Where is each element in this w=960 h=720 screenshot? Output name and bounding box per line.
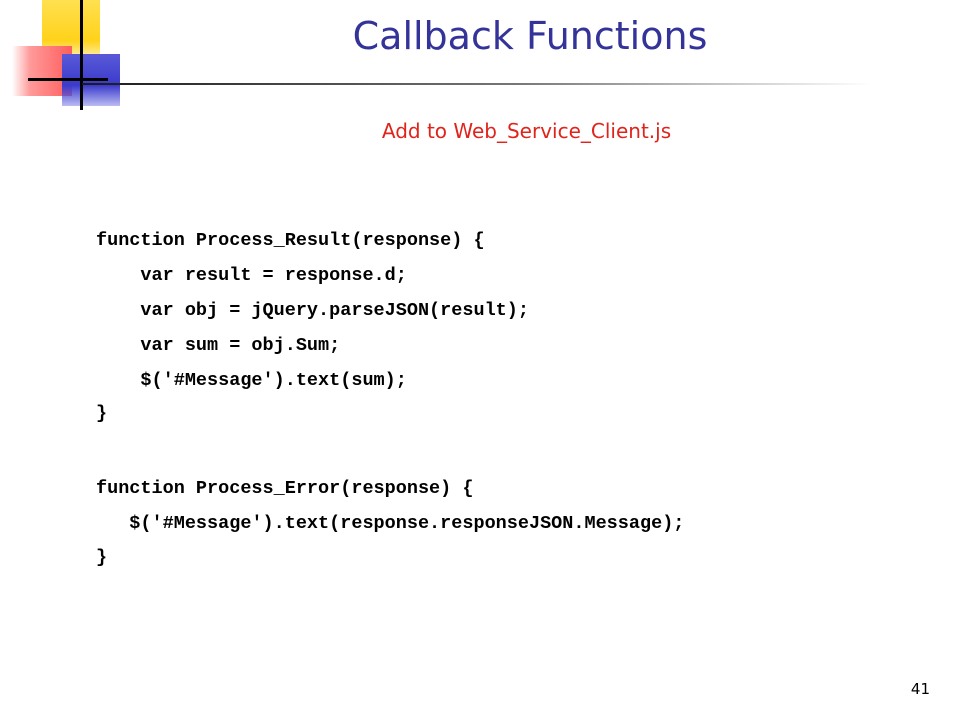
slide-title: Callback Functions xyxy=(352,14,708,58)
code-line: var sum = obj.Sum; xyxy=(96,335,341,356)
slide-subtitle: Add to Web_Service_Client.js xyxy=(381,119,672,143)
code-block: function Process_Result(response) { var … xyxy=(96,230,684,568)
code-line: $('#Message').text(sum); xyxy=(96,370,407,391)
title-divider xyxy=(82,83,872,85)
page-number: 41 xyxy=(910,680,930,698)
code-line: } xyxy=(96,403,108,424)
logo-vertical-line xyxy=(80,0,83,110)
logo-horizontal-line xyxy=(28,78,108,81)
code-line: } xyxy=(96,547,108,568)
code-line: function Process_Error(response) { xyxy=(96,478,474,499)
code-line: function Process_Result(response) { xyxy=(96,230,485,251)
code-line: $('#Message').text(response.responseJSON… xyxy=(96,513,685,534)
code-line: var result = response.d; xyxy=(96,265,407,286)
code-line: var obj = jQuery.parseJSON(result); xyxy=(96,300,529,321)
